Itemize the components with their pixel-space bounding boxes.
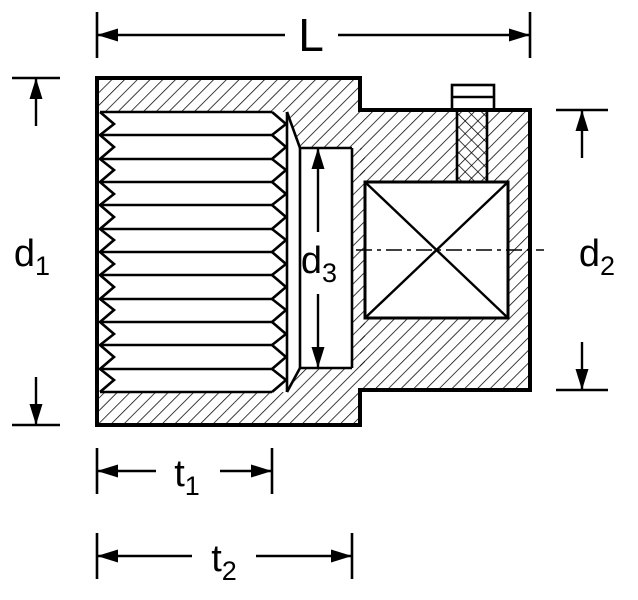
body-outline [95, 76, 532, 427]
d3-arrow-down [311, 347, 325, 368]
d1-arrow-down [29, 404, 43, 425]
t2-arrow-right [331, 549, 352, 563]
spline-zigzag-right [269, 111, 289, 393]
hatch-middle-bottom [287, 368, 360, 425]
hatch-right-bottom-band [360, 318, 530, 390]
d1-arrow-up [29, 78, 43, 99]
hatch-left-block-bottom [97, 392, 287, 425]
d2-arrow-down [575, 369, 589, 390]
d2-arrow-up [575, 110, 589, 131]
dimension-d1: d1 [12, 76, 60, 427]
d3-label: d3 [301, 240, 337, 288]
socket-body [95, 76, 544, 427]
length-arrow-left [97, 28, 118, 42]
detent-pin-crosshatch [457, 110, 487, 182]
detent-pin [450, 83, 496, 182]
t1-label: t1 [174, 453, 200, 501]
t2-arrow-left [97, 549, 118, 563]
dimension-t2: t2 [95, 533, 354, 586]
length-arrow-right [509, 28, 530, 42]
dimension-d3: d3 [301, 148, 337, 368]
dimension-t1: t1 [95, 448, 274, 501]
bore-chamfer-top [285, 111, 302, 149]
d3-arrow-up [311, 148, 325, 169]
inner-bore [285, 111, 354, 393]
hatch-left-block-top [97, 78, 287, 112]
spline-zigzag-left [97, 111, 117, 393]
spline-profile [97, 110, 289, 394]
hatch-right-top-band [360, 110, 530, 182]
hatch-middle-top [287, 78, 360, 148]
d2-label: d2 [579, 233, 615, 281]
dimension-d2: d2 [556, 108, 615, 392]
square-drive-diagonal-2 [364, 181, 509, 319]
t1-arrow-left [97, 464, 118, 478]
hatch-bore-wall [352, 148, 365, 368]
d1-label: d1 [14, 233, 50, 281]
t2-label: t2 [211, 538, 237, 586]
length-label: L [298, 9, 324, 61]
t1-arrow-right [251, 464, 272, 478]
bore-chamfer-bottom [285, 367, 302, 393]
dimension-L: L [95, 9, 532, 61]
